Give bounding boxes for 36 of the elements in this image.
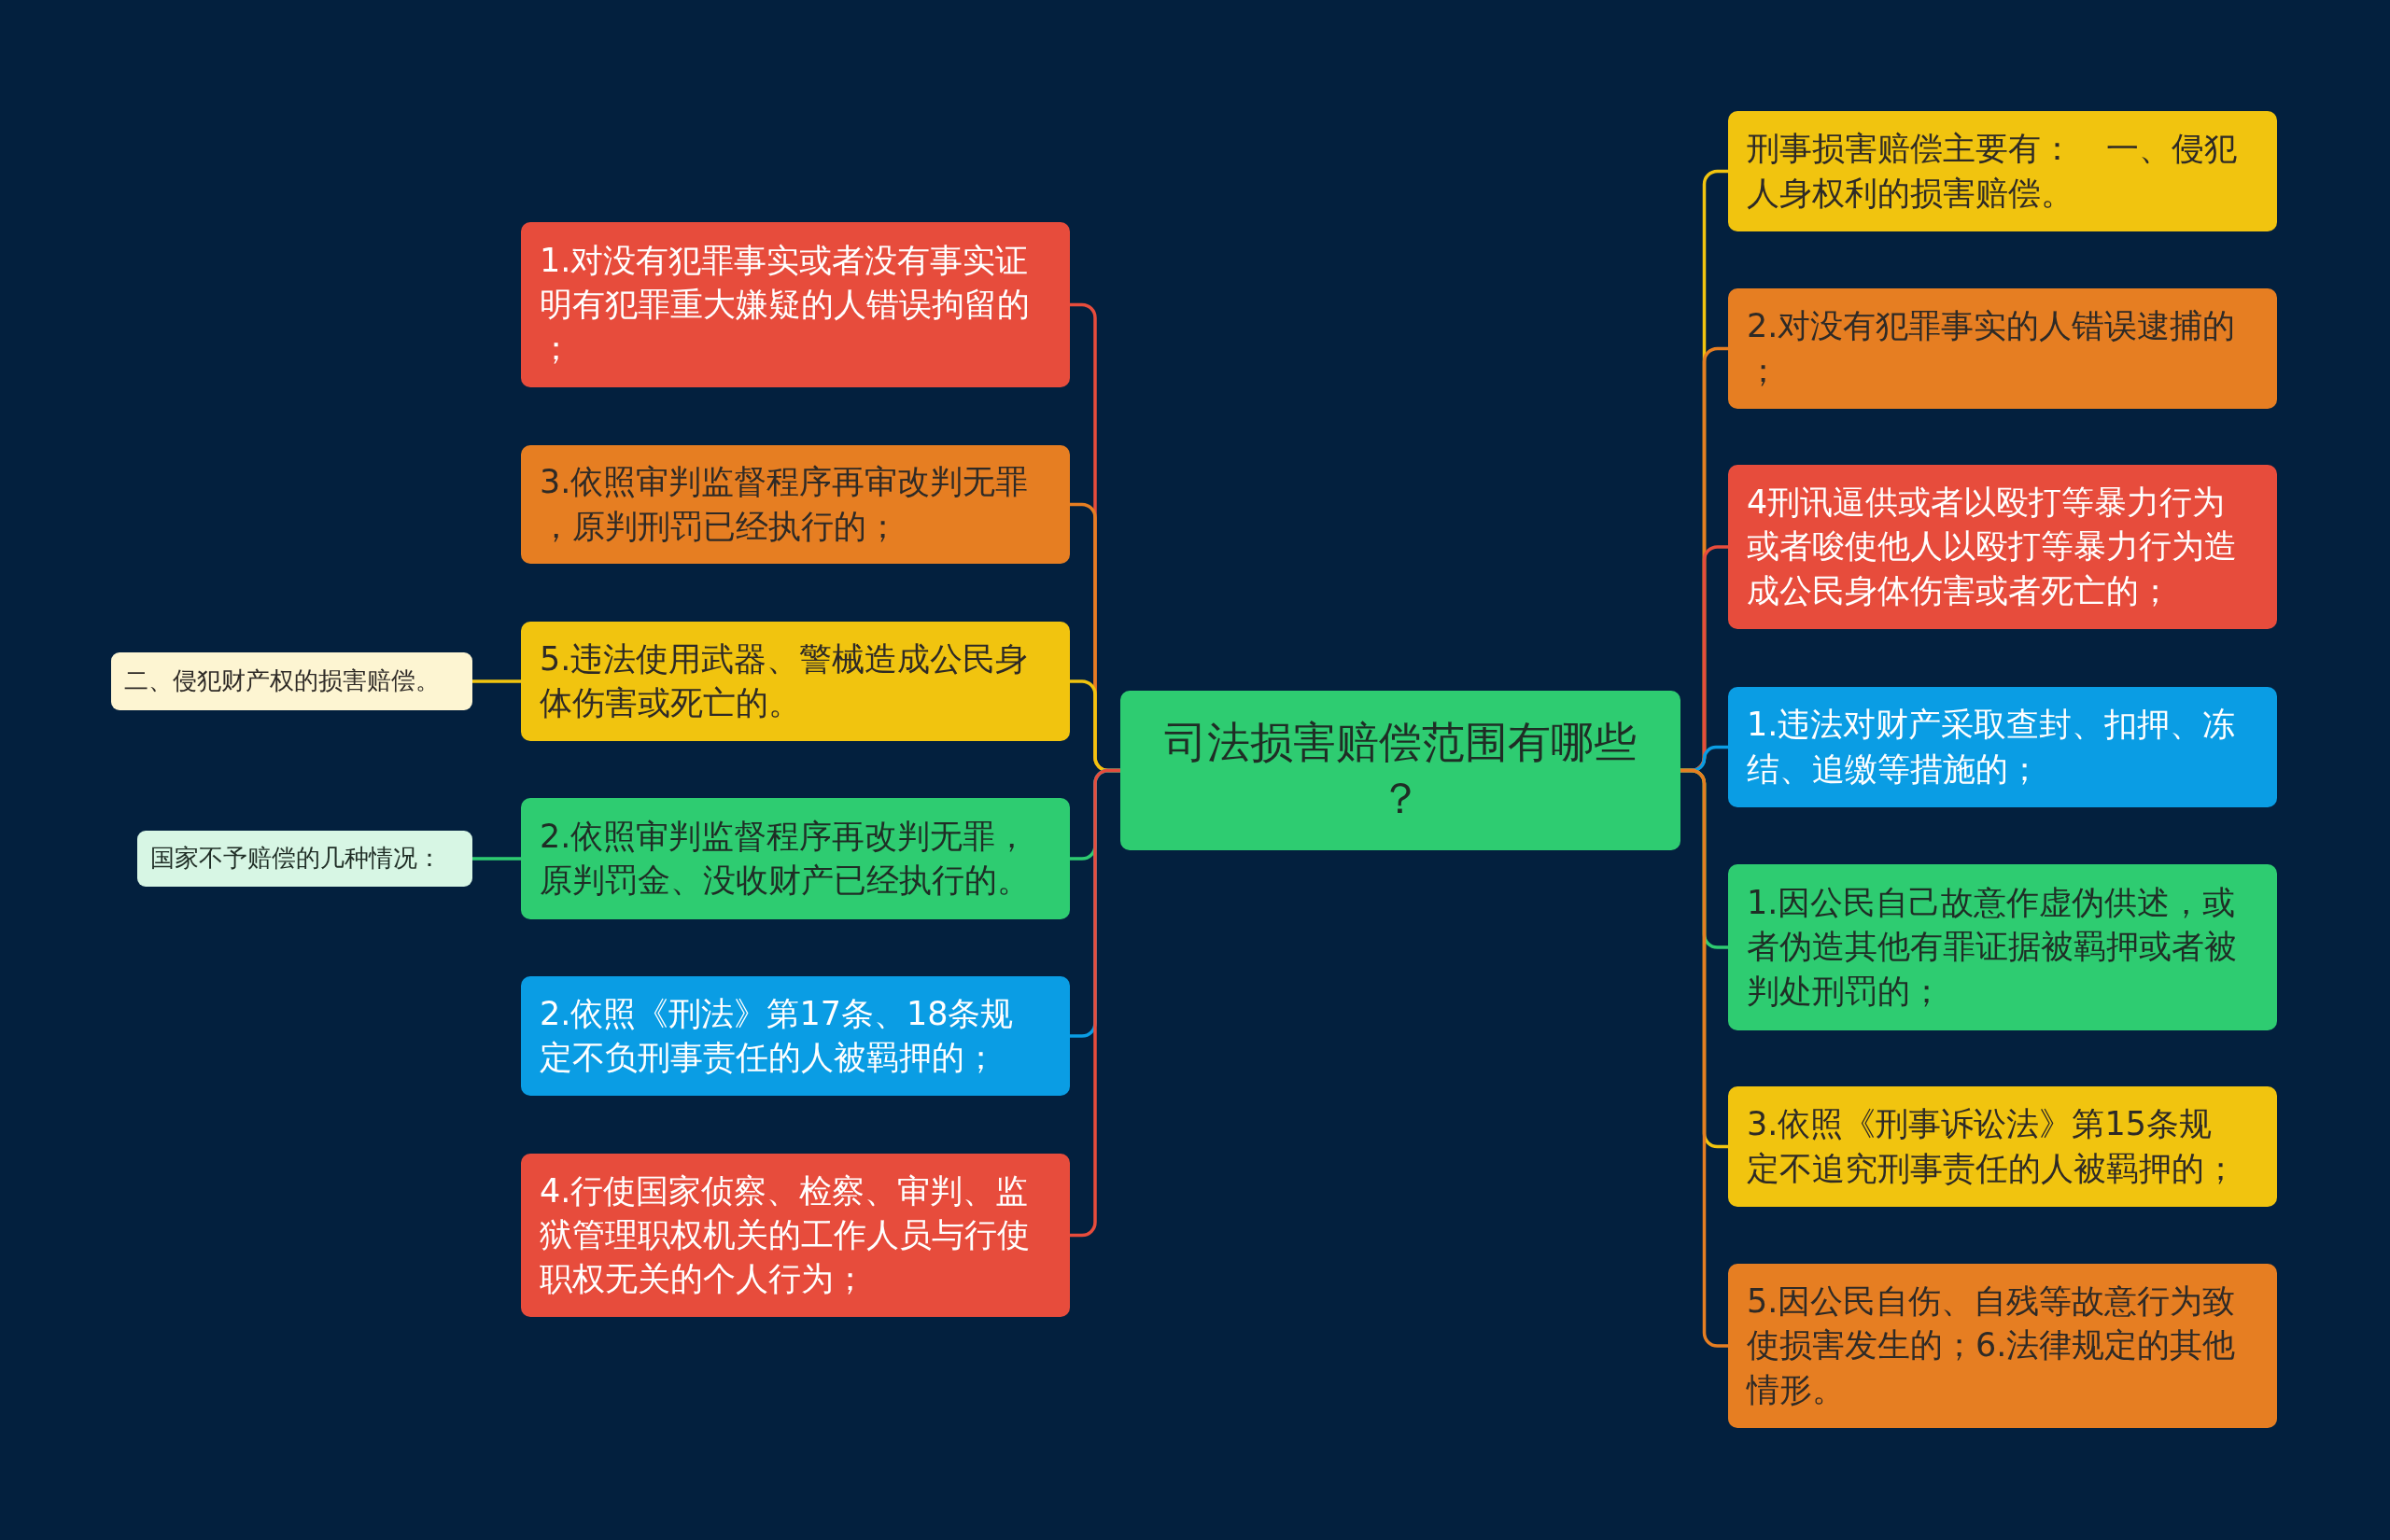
subtopic-text: 国家不予赔偿的几种情况： (150, 843, 443, 875)
central-topic-box (1120, 691, 1680, 850)
connector-line (1679, 768, 1730, 1348)
branch-text: 5.因公民自伤、自残等故意行为致使损害发生的；6.法律规定的其他情形。 (1747, 1281, 2237, 1410)
branch-box (521, 445, 1070, 564)
branch-text: 1.违法对财产采取查封、扣押、冻结、追缴等措施的； (1747, 705, 2237, 790)
connector-line (471, 857, 523, 861)
branch-text: 刑事损害赔偿主要有： 一、侵犯人身权利的损害赔偿。 (1747, 129, 2238, 214)
branch-box (1728, 687, 2277, 807)
branch-text: 2.依照审判监督程序再改判无罪，原判罚金、没收财产已经执行的。 (540, 816, 1031, 901)
branch-box (1728, 465, 2277, 629)
connector-line (471, 679, 523, 683)
branch-box (521, 222, 1070, 387)
central-topic-text: 司法损害赔偿范围有哪些？ (1163, 715, 1638, 825)
branch-text: 1.对没有犯罪事实或者没有事实证明有犯罪重大嫌疑的人错误拘留的； (540, 240, 1031, 370)
branch-box (1728, 1264, 2277, 1428)
branch-text: 3.依照《刑事诉讼法》第15条规定不追究刑事责任的人被羁押的； (1747, 1104, 2238, 1189)
branch-text: 3.依照审判监督程序再审改判无罪，原判刑罚已经执行的； (540, 462, 1030, 547)
branch-box (1728, 864, 2277, 1030)
branch-box (521, 798, 1070, 919)
branch-text: 4.行使国家侦察、检察、审判、监狱管理职权机关的工作人员与行使职权无关的个人行为； (540, 1170, 1031, 1300)
branch-box (521, 622, 1070, 741)
branch-box (521, 976, 1070, 1096)
subtopic-box (111, 652, 472, 710)
branch-text: 5.违法使用武器、警械造成公民身体伤害或死亡的。 (540, 638, 1030, 723)
subtopic-text: 二、侵犯财产权的损害赔偿。 (124, 665, 441, 697)
branch-box (1728, 288, 2277, 409)
branch-box (1728, 111, 2277, 231)
connector-line (1068, 768, 1122, 1238)
branch-text: 2.对没有犯罪事实的人错误逮捕的； (1747, 306, 2237, 391)
branch-box (521, 1154, 1070, 1317)
branch-text: 1.因公民自己故意作虚伪供述，或者伪造其他有罪证据被羁押或者被判处刑罚的； (1747, 883, 2238, 1012)
branch-text: 2.依照《刑法》第17条、18条规定不负刑事责任的人被羁押的； (540, 993, 1015, 1078)
subtopic-box (137, 831, 472, 887)
branch-box (1728, 1086, 2277, 1207)
branch-text: 4刑讯逼供或者以殴打等暴力行为或者唆使他人以殴打等暴力行为造成公民身体伤害或者死亡的； (1747, 483, 2238, 611)
